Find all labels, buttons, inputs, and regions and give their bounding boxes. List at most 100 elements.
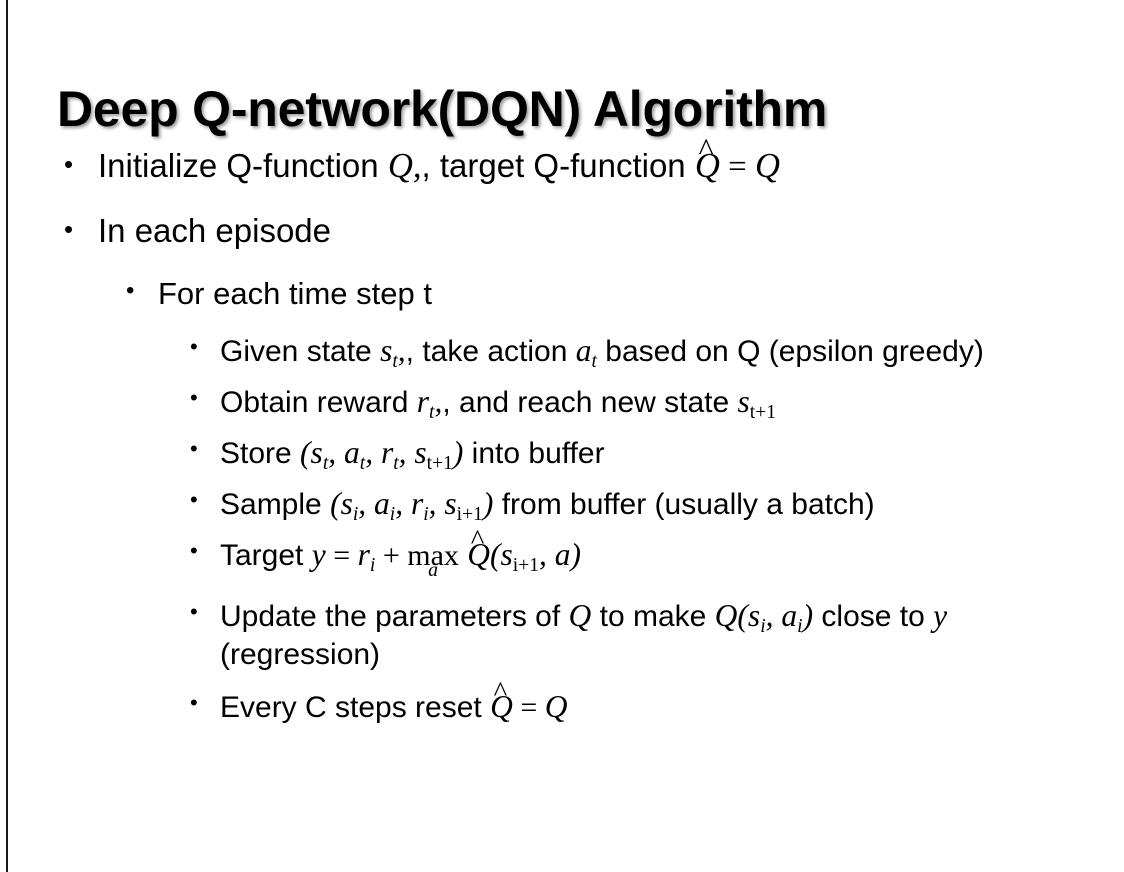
bullet-list: • Initialize Q-function Q,, target Q-fun… bbox=[0, 134, 1124, 739]
math-subscript-text: i+1 bbox=[456, 503, 483, 525]
text-run: Given state bbox=[220, 335, 381, 368]
math-comma: , bbox=[358, 486, 375, 521]
text-run: into buffer bbox=[463, 437, 605, 470]
list-item-text: Update the parameters of Q to make Q(si,… bbox=[220, 597, 1094, 674]
math-var-base: r bbox=[410, 486, 424, 521]
list-item-text: Store (st, at, rt, st+1) into buffer bbox=[220, 434, 1094, 473]
math-var-s-base: s bbox=[380, 333, 393, 368]
math-subscript: t+1 bbox=[750, 402, 776, 423]
math-subscript: i+1 bbox=[513, 555, 539, 576]
bullet-marker-icon: • bbox=[190, 385, 198, 410]
math-subscript: i bbox=[760, 615, 766, 637]
math-var-y: y bbox=[311, 537, 326, 572]
math-var-base: r bbox=[357, 537, 370, 572]
list-item-given-state: • Given state st,, take action at based … bbox=[0, 332, 1124, 371]
math-subscript: t+1 bbox=[427, 453, 453, 474]
math-subscript-text: t+1 bbox=[426, 452, 453, 474]
math-paren-open: ( bbox=[490, 537, 501, 572]
list-item-for-each-time-step: • For each time step t bbox=[0, 275, 1124, 313]
math-subscript-text: i+1 bbox=[512, 554, 539, 576]
text-run-comma: , bbox=[412, 147, 422, 185]
list-item-obtain-reward: • Obtain reward rt,, and reach new state… bbox=[0, 383, 1124, 422]
bullet-marker-icon: • bbox=[190, 538, 198, 563]
bullet-marker-icon: • bbox=[190, 690, 198, 715]
math-var-r1: rt bbox=[381, 435, 399, 473]
math-q-hat: ^Q bbox=[490, 677, 513, 723]
math-subscript-text: t+1 bbox=[749, 401, 776, 423]
page-title: Deep Q-network(DQN) Algorithm bbox=[57, 80, 828, 137]
bullet-marker-icon: • bbox=[126, 277, 135, 304]
text-run: based on Q (epsilon greedy) bbox=[596, 335, 984, 368]
math-var-r1: ri bbox=[410, 486, 429, 524]
math-paren-open: ( bbox=[737, 598, 748, 633]
math-var-a-base: a bbox=[575, 333, 592, 368]
text-run: to make bbox=[591, 600, 715, 633]
list-item-in-each-episode: • In each episode bbox=[0, 211, 1124, 251]
text-run-comma: , bbox=[434, 384, 443, 419]
text-run: Target bbox=[220, 539, 312, 572]
math-var-q: Q bbox=[387, 147, 413, 185]
bullet-marker-icon: • bbox=[64, 149, 74, 179]
math-var-q2: Q bbox=[754, 147, 781, 185]
math-var-q1: Q bbox=[568, 598, 592, 633]
math-max-label: max bbox=[407, 539, 459, 572]
math-var-base: s bbox=[444, 486, 457, 521]
math-var-a: at bbox=[575, 333, 597, 371]
math-paren-close: ) bbox=[482, 486, 494, 521]
text-run: Sample bbox=[220, 488, 331, 521]
text-run: Obtain reward bbox=[220, 386, 417, 419]
math-var-s1: si bbox=[341, 486, 359, 524]
math-var-s2: st+1 bbox=[414, 435, 452, 473]
math-paren-close: ) bbox=[802, 598, 814, 633]
math-var-s2: si+1 bbox=[444, 486, 482, 524]
math-max-underscript: a bbox=[428, 559, 439, 582]
math-subscript: t bbox=[393, 452, 399, 474]
math-comma: , bbox=[765, 598, 782, 633]
bullet-marker-icon: • bbox=[190, 599, 198, 624]
math-var-a: ai bbox=[781, 598, 802, 636]
math-comma: , bbox=[398, 435, 415, 470]
text-run: , take action bbox=[405, 335, 576, 368]
math-comma: , bbox=[395, 486, 411, 521]
math-subscript: t bbox=[359, 452, 366, 474]
text-run: , and reach new state bbox=[442, 386, 738, 419]
math-subscript: i bbox=[389, 503, 396, 525]
text-run: (regression) bbox=[220, 638, 381, 671]
math-comma: , bbox=[538, 537, 555, 572]
math-paren-close: ) bbox=[570, 537, 581, 572]
text-run: Initialize Q-function bbox=[98, 147, 388, 184]
math-var-base: s bbox=[500, 537, 513, 572]
circumflex-accent-icon: ^ bbox=[698, 132, 714, 168]
math-var-qhat-base: Q bbox=[467, 537, 490, 572]
list-item-update-parameters: • Update the parameters of Q to make Q(s… bbox=[0, 597, 1124, 674]
math-var-base: s bbox=[414, 435, 427, 470]
math-subscript: t bbox=[322, 452, 329, 474]
list-item-text: Sample (si, ai, ri, si+1) from buffer (u… bbox=[220, 485, 1094, 524]
math-var-s1: st bbox=[311, 435, 329, 473]
math-var-a1: at bbox=[344, 435, 365, 473]
math-subscript: t bbox=[591, 350, 597, 372]
list-item-text: Every C steps reset ^Q = Q bbox=[220, 677, 1094, 727]
math-var-s: si bbox=[748, 598, 766, 636]
list-item-initialize: • Initialize Q-function Q,, target Q-fun… bbox=[0, 134, 1124, 187]
math-var-r: rt bbox=[417, 384, 435, 422]
circumflex-accent-icon: ^ bbox=[493, 675, 508, 708]
list-item-text: In each episode bbox=[98, 212, 332, 249]
math-comma: , bbox=[365, 435, 381, 470]
list-item-reset-target-network: • Every C steps reset ^Q = Q bbox=[0, 677, 1124, 727]
math-subscript: i bbox=[369, 554, 376, 576]
math-comma: , bbox=[328, 435, 344, 470]
text-run: , target Q-function bbox=[421, 147, 695, 184]
list-item-sample-tuple: • Sample (si, ai, ri, si+1) from buffer … bbox=[0, 485, 1124, 524]
math-var-base: a bbox=[344, 435, 360, 470]
spacer bbox=[459, 539, 467, 572]
slide-left-edge-rule bbox=[6, 0, 8, 872]
math-subscript: t bbox=[392, 350, 398, 372]
math-equals: = bbox=[512, 691, 545, 724]
math-var-a1: ai bbox=[374, 486, 395, 524]
math-var-s: st bbox=[380, 333, 398, 371]
math-subscript: i+1 bbox=[457, 504, 483, 525]
